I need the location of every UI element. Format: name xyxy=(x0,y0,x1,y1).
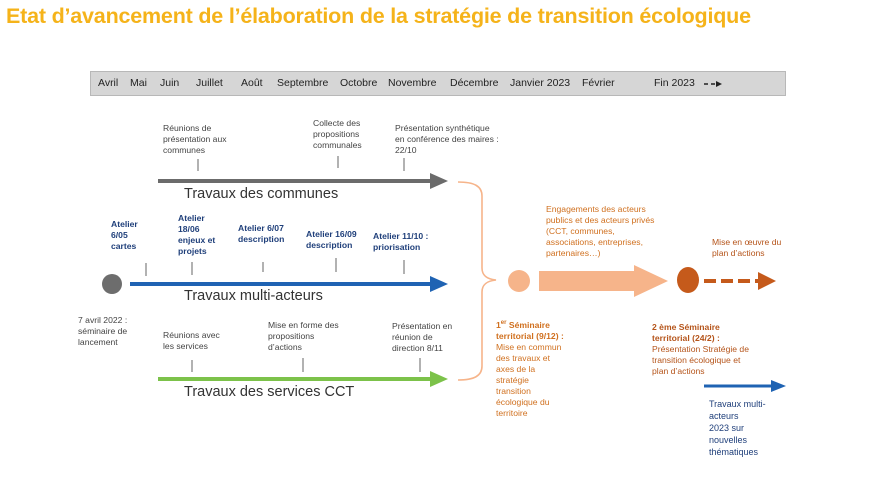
page-title: Etat d’avancement de l’élaboration de la… xyxy=(6,4,751,28)
seminar2-circle xyxy=(677,267,699,293)
seminar1-heading: 1er Séminaire xyxy=(496,319,550,330)
services-arrow-head xyxy=(430,371,448,387)
month-label: Août xyxy=(241,77,263,89)
month-label: Janvier 2023 xyxy=(510,77,571,89)
atelier-note-5: Atelier 11/10 :priorisation xyxy=(373,231,429,252)
communes-arrow-head xyxy=(430,173,448,189)
future-arrow-head xyxy=(771,380,786,392)
month-label: Mai xyxy=(130,77,147,89)
implementation-arrow-head xyxy=(758,272,776,290)
seminar1-note: 1er Séminaire territorial (9/12) : Mise … xyxy=(496,319,564,418)
month-label: Juin xyxy=(160,77,180,89)
month-label: Octobre xyxy=(340,77,378,89)
grouping-brace xyxy=(457,181,497,381)
launch-circle xyxy=(102,274,122,294)
month-label: Février xyxy=(582,77,615,89)
month-label: Juillet xyxy=(196,77,223,89)
acteurs-track-label: Travaux multi-acteurs xyxy=(184,288,323,304)
month-label: Avril xyxy=(98,77,119,89)
seminar2-note: 2 ème Séminaire territorial (24/2) : Pré… xyxy=(652,322,749,376)
communes-track-label: Travaux des communes xyxy=(184,186,339,202)
month-label: Novembre xyxy=(388,77,437,89)
services-track-label: Travaux des services CCT xyxy=(184,384,355,400)
month-label: Décembre xyxy=(450,77,499,89)
timeline-bar xyxy=(90,71,786,96)
acteurs-arrow-head xyxy=(430,276,448,292)
month-label: Fin 2023 xyxy=(654,77,695,89)
month-label: Septembre xyxy=(277,77,329,89)
seminar1-circle xyxy=(508,270,530,292)
engagement-arrow xyxy=(539,265,668,297)
timeline-end-arrowhead xyxy=(716,81,722,87)
